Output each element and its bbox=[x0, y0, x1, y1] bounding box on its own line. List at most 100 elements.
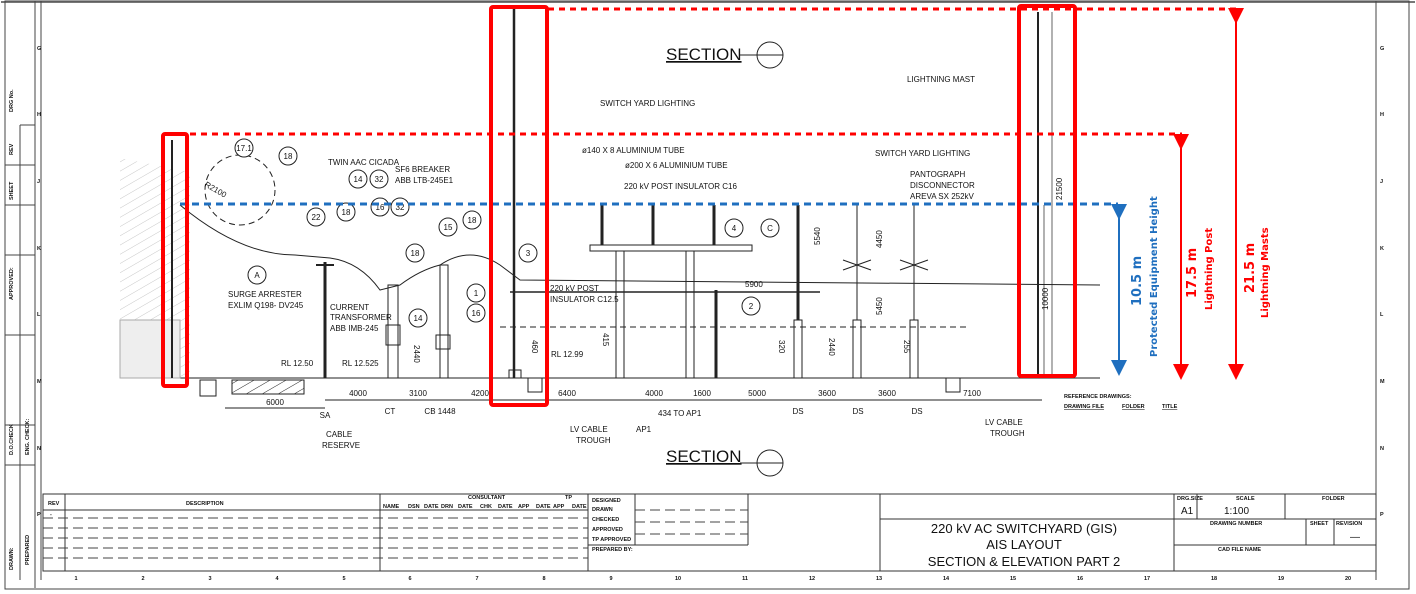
section-mark-bottom: SECTION bbox=[666, 447, 784, 477]
svg-text:DATE: DATE bbox=[458, 504, 473, 510]
svg-text:SHEET: SHEET bbox=[1310, 521, 1329, 527]
svg-text:RL 12.525: RL 12.525 bbox=[342, 359, 379, 368]
svg-text:SWITCH YARD LIGHTING: SWITCH YARD LIGHTING bbox=[600, 99, 695, 108]
svg-text:3: 3 bbox=[208, 576, 211, 582]
svg-text:SF6 BREAKER: SF6 BREAKER bbox=[395, 165, 450, 174]
svg-text:N: N bbox=[37, 446, 41, 452]
svg-text:4: 4 bbox=[732, 224, 737, 233]
grid-numbers: 1 2 3 4 5 6 7 8 9 10 11 12 13 14 15 16 1… bbox=[74, 576, 1351, 582]
svg-text:DRAWING NUMBER: DRAWING NUMBER bbox=[1210, 521, 1262, 527]
svg-text:320: 320 bbox=[777, 340, 786, 354]
left-label-do-check: D.O.CHECK bbox=[9, 424, 15, 455]
svg-text:SCALE: SCALE bbox=[1236, 496, 1255, 502]
svg-text:16: 16 bbox=[1077, 576, 1083, 582]
svg-text:APP: APP bbox=[518, 504, 530, 510]
svg-text:FOLDER: FOLDER bbox=[1122, 404, 1145, 410]
svg-text:8: 8 bbox=[542, 576, 545, 582]
svg-text:M: M bbox=[37, 379, 42, 385]
svg-text:EXLIM Q198- DV245: EXLIM Q198- DV245 bbox=[228, 301, 304, 310]
lv-trough-2 bbox=[945, 377, 961, 393]
section-mark-top: SECTION bbox=[666, 41, 784, 69]
svg-text:4450: 4450 bbox=[875, 230, 884, 248]
svg-text:DATE: DATE bbox=[498, 504, 513, 510]
equipment bbox=[316, 6, 1053, 379]
svg-text:3: 3 bbox=[526, 249, 531, 258]
svg-text:2: 2 bbox=[749, 302, 754, 311]
svg-text:2: 2 bbox=[141, 576, 144, 582]
svg-text:4200: 4200 bbox=[471, 389, 489, 398]
lv-trough-1 bbox=[527, 377, 543, 393]
svg-text:6000: 6000 bbox=[266, 398, 284, 407]
cable-trough-left bbox=[199, 379, 217, 397]
svg-text:CONSULTANT: CONSULTANT bbox=[468, 495, 506, 501]
svg-text:220 kV POST: 220 kV POST bbox=[550, 284, 599, 293]
svg-text:REVISION: REVISION bbox=[1336, 521, 1362, 527]
svg-text:DS: DS bbox=[792, 407, 803, 416]
lightning-post-value: 17.5 m bbox=[1185, 248, 1200, 298]
svg-text:1:100: 1:100 bbox=[1224, 506, 1249, 517]
svg-text:LIGHTNING MAST: LIGHTNING MAST bbox=[907, 75, 975, 84]
svg-text:TWIN AAC CICADA: TWIN AAC CICADA bbox=[328, 158, 400, 167]
svg-text:255: 255 bbox=[902, 340, 911, 354]
svg-text:19: 19 bbox=[1278, 576, 1284, 582]
svg-text:12: 12 bbox=[809, 576, 815, 582]
svg-text:16: 16 bbox=[376, 203, 385, 212]
svg-text:SA: SA bbox=[320, 411, 331, 420]
svg-text:RESERVE: RESERVE bbox=[322, 441, 360, 450]
svg-text:A: A bbox=[254, 271, 260, 280]
lightning-post-label: Lightning Post bbox=[1204, 228, 1215, 310]
svg-text:20: 20 bbox=[1345, 576, 1351, 582]
svg-text:434 TO AP1: 434 TO AP1 bbox=[658, 409, 702, 418]
lightning-masts-value: 21.5 m bbox=[1243, 243, 1258, 293]
svg-text:L: L bbox=[1380, 312, 1384, 318]
svg-text:DRAWN: DRAWN bbox=[592, 507, 613, 513]
svg-text:3600: 3600 bbox=[818, 389, 836, 398]
svg-text:DSN: DSN bbox=[408, 504, 420, 510]
svg-text:5000: 5000 bbox=[748, 389, 766, 398]
svg-text:SWITCH YARD LIGHTING: SWITCH YARD LIGHTING bbox=[875, 149, 970, 158]
svg-text:DESCRIPTION: DESCRIPTION bbox=[186, 501, 224, 507]
svg-text:DS: DS bbox=[911, 407, 922, 416]
cable-reserve-hatch bbox=[231, 379, 305, 395]
svg-text:18: 18 bbox=[1211, 576, 1217, 582]
svg-text:G: G bbox=[37, 46, 41, 52]
svg-text:10: 10 bbox=[675, 576, 681, 582]
svg-text:LV CABLE: LV CABLE bbox=[570, 425, 608, 434]
svg-text:1: 1 bbox=[474, 289, 479, 298]
svg-text:P: P bbox=[1380, 512, 1384, 518]
left-label-sheet: SHEET bbox=[9, 181, 15, 200]
svg-text:TROUGH: TROUGH bbox=[576, 436, 611, 445]
svg-text:18: 18 bbox=[284, 152, 293, 161]
svg-text:P: P bbox=[37, 512, 41, 518]
top-border bbox=[1, 1, 1415, 3]
svg-text:CB 1448: CB 1448 bbox=[424, 407, 456, 416]
svg-text:G: G bbox=[1380, 46, 1384, 52]
svg-text:PREPARED BY:: PREPARED BY: bbox=[592, 547, 633, 553]
svg-text:SURGE ARRESTER: SURGE ARRESTER bbox=[228, 290, 302, 299]
svg-text:14: 14 bbox=[414, 314, 423, 323]
svg-text:1600: 1600 bbox=[693, 389, 711, 398]
svg-text:18: 18 bbox=[411, 249, 420, 258]
svg-text:DATE: DATE bbox=[536, 504, 551, 510]
svg-text:TROUGH: TROUGH bbox=[990, 429, 1025, 438]
svg-text:TRANSFORMER: TRANSFORMER bbox=[330, 313, 392, 322]
left-label-approved: APPROVED: bbox=[9, 267, 15, 300]
svg-text:TP APPROVED: TP APPROVED bbox=[592, 537, 631, 543]
svg-text:DS: DS bbox=[852, 407, 863, 416]
svg-text:CHECKED: CHECKED bbox=[592, 517, 619, 523]
svg-text:CABLE: CABLE bbox=[326, 430, 352, 439]
svg-text:5540: 5540 bbox=[813, 227, 822, 245]
svg-text:3100: 3100 bbox=[409, 389, 427, 398]
svg-text:J: J bbox=[37, 179, 40, 185]
drawing-title-2: AIS LAYOUT bbox=[986, 537, 1062, 552]
svg-text:15: 15 bbox=[1010, 576, 1016, 582]
svg-text:SECTION: SECTION bbox=[666, 45, 742, 64]
svg-text:10000: 10000 bbox=[1041, 287, 1050, 310]
conductor bbox=[179, 204, 1101, 291]
drawing-title-3: SECTION & ELEVATION PART 2 bbox=[928, 554, 1120, 569]
svg-text:4000: 4000 bbox=[645, 389, 663, 398]
svg-text:CAD FILE NAME: CAD FILE NAME bbox=[1218, 547, 1261, 553]
svg-text:APPROVED: APPROVED bbox=[592, 527, 623, 533]
